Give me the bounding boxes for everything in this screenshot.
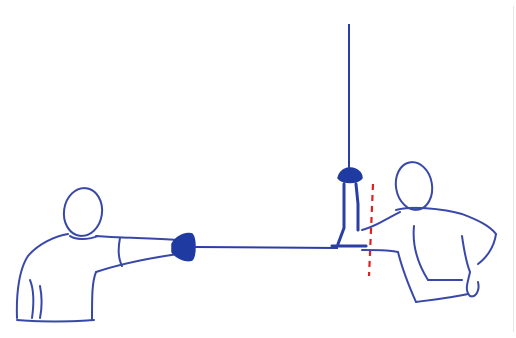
right-fencer-shoulder: [396, 208, 496, 234]
left-fencer-arm-top: [96, 236, 178, 240]
left-fencer-torso-front: [92, 272, 96, 320]
right-fencer-hand: [332, 184, 366, 246]
right-guard-icon: [338, 168, 362, 183]
right-edge-divider: [513, 6, 514, 332]
right-fencer-figure: [362, 159, 496, 302]
right-fencer-base: [416, 294, 468, 302]
left-fencer-chest-line-2: [40, 286, 42, 318]
red-dashed-line: [369, 184, 373, 276]
right-fencer-forearm-top: [362, 212, 400, 230]
left-fencer-arm-bottom: [96, 254, 178, 272]
right-fencer-right-arm-inner: [462, 236, 470, 272]
right-fencer-torso: [398, 252, 416, 302]
right-fencer-torso-inner: [414, 226, 428, 280]
left-fencer-base: [17, 320, 94, 322]
right-fencer-head: [392, 159, 436, 213]
horizontal-blade: [194, 247, 338, 248]
right-fencer-hand-back: [467, 272, 479, 296]
right-fencer-forearm-bottom: [362, 250, 398, 252]
left-fencer-sleeve-line: [119, 238, 122, 266]
left-fencer-head: [61, 186, 105, 239]
left-fencer-figure: [17, 186, 178, 322]
left-guard-icon: [172, 233, 195, 260]
right-fencer-right-arm: [478, 234, 496, 264]
left-fencer-chest-line: [30, 280, 33, 318]
